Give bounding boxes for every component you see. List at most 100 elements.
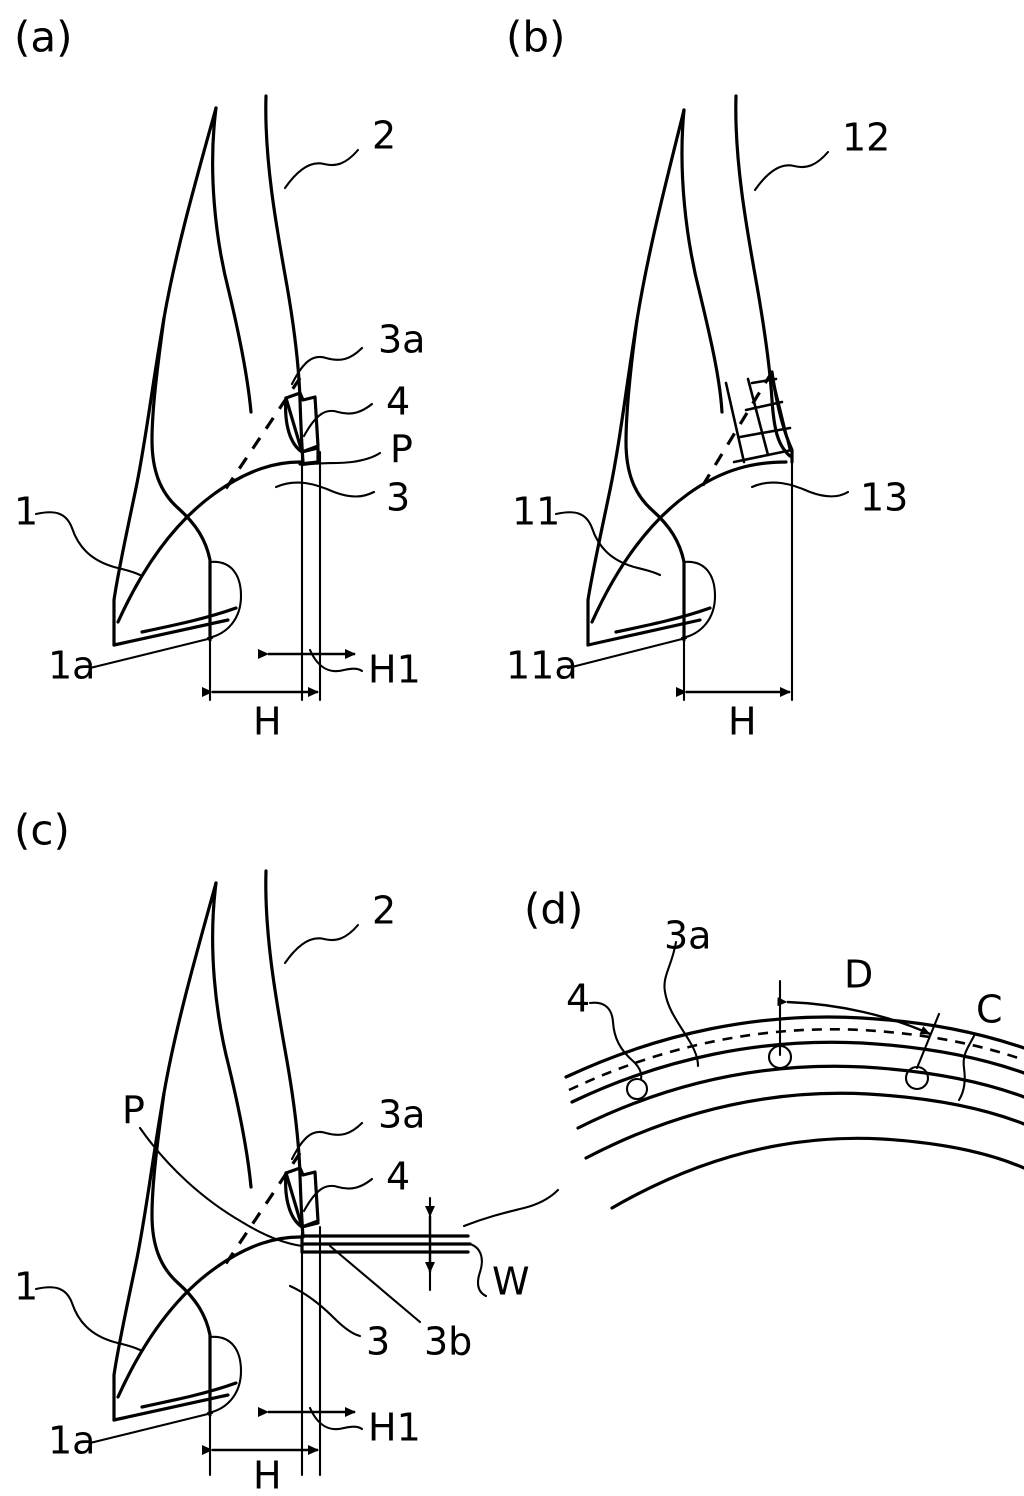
callout-13-leader-b — [750, 481, 850, 498]
reinforcing-edge-3a-a — [284, 396, 304, 454]
callout-3a-label-d: 3a — [664, 914, 711, 958]
callout-11-label-b: 11 — [512, 490, 560, 534]
dim-D-ext-right-d — [915, 1012, 941, 1070]
callout-11-leader-b — [554, 511, 662, 577]
callout-12-label-b: 12 — [842, 116, 890, 160]
callout-3a-label-c: 3a — [378, 1093, 425, 1137]
bead-bottom-edge-b — [586, 618, 702, 647]
dim-H-label-b: H — [728, 700, 757, 744]
callout-11a-label-b: 11a — [506, 644, 578, 688]
chafer-lower-edge-a — [298, 446, 320, 466]
chafer-lower-edge-c — [300, 1221, 320, 1229]
callout-3b-label-c: 3b — [424, 1320, 472, 1364]
dim-H1-leader-c — [308, 1406, 364, 1431]
callout-P-leader-a — [301, 451, 382, 467]
band-lower-arc-3-d — [610, 1136, 1024, 1210]
cord-centerline-d — [568, 1027, 1024, 1092]
reinforcing-strip-3b-c — [300, 1234, 472, 1254]
callout-4-label-c: 4 — [386, 1155, 410, 1199]
callout-3a-label-a: 3a — [378, 318, 425, 362]
outer-sidewall-profile-b — [586, 108, 686, 647]
dim-D-label-d: D — [844, 953, 873, 997]
callout-1a-leader-c — [88, 1411, 214, 1445]
panel-a: (a) H H1 — [14, 13, 425, 744]
callout-4-leader-a — [302, 402, 374, 438]
carcass-line-a — [264, 94, 305, 464]
callout-P-label-c: P — [122, 1089, 145, 1133]
carcass-line-b — [734, 94, 792, 458]
bead-inner-contour-c — [150, 1091, 212, 1417]
callout-3-label-c: 3 — [366, 1320, 390, 1364]
dim-H1-leader-a — [308, 648, 364, 673]
callout-3-label-a: 3 — [386, 476, 410, 520]
bead-upper-arc-b — [590, 460, 788, 624]
band-lower-arc-1-d — [576, 1064, 1024, 1130]
bead-toe-round-c — [206, 1335, 243, 1415]
panel-a-label: (a) — [14, 13, 73, 62]
callout-4-label-a: 4 — [386, 380, 410, 424]
callout-3-leader-c — [288, 1284, 362, 1338]
callout-P-leader-c — [138, 1126, 304, 1248]
bead-inner-contour-b — [624, 318, 686, 642]
inner-sidewall-profile-c — [211, 881, 253, 1189]
callout-11a-leader-b — [566, 636, 688, 670]
panel-b-label: (b) — [506, 13, 565, 62]
callout-1-label-a: 1 — [14, 490, 38, 534]
outer-sidewall-profile-a — [112, 106, 218, 647]
reinforcing-layer-arc-c — [116, 1235, 302, 1399]
dim-H-label-c: H — [253, 1454, 282, 1496]
band-lower-arc-2-d — [584, 1091, 1024, 1160]
carcass-line-c — [264, 869, 305, 1239]
callout-3a-leader-a — [290, 346, 364, 386]
callout-3a-leader-d — [663, 940, 700, 1068]
callout-2-leader-c — [283, 923, 360, 965]
callout-12-leader-b — [753, 150, 830, 192]
bead-inner-contour-a — [150, 316, 212, 642]
dim-D-line-d — [777, 997, 931, 1036]
callout-P-label-a: P — [390, 428, 413, 472]
panel-b: (b) H 12 13 11 1 — [506, 13, 908, 744]
callout-1a-label-a: 1a — [48, 644, 95, 688]
dim-H1-label-c: H1 — [368, 1406, 421, 1450]
panel-c-label: (c) — [14, 806, 70, 855]
callout-1a-leader-a — [88, 636, 214, 670]
inner-sidewall-profile-b — [680, 108, 724, 414]
callout-C-label-d: C — [976, 988, 1003, 1032]
callout-3-leader-a — [274, 481, 376, 498]
callout-1-leader-a — [34, 511, 142, 577]
bead-seat-slope-c — [140, 1381, 238, 1409]
cord-circle-left-d — [625, 1077, 649, 1101]
inner-sidewall-profile-a — [211, 106, 253, 414]
callout-3a-leader-c — [290, 1121, 364, 1161]
dim-W-label-c: W — [492, 1260, 530, 1304]
dim-W-leader-c — [468, 1242, 488, 1298]
dim-H-label-a: H — [253, 700, 282, 744]
bead-seat-slope-a — [140, 606, 238, 634]
callout-1-label-c: 1 — [14, 1265, 38, 1309]
callout-2-leader-a — [283, 148, 360, 190]
callout-1a-label-c: 1a — [48, 1419, 95, 1463]
dim-H1-label-a: H1 — [368, 648, 421, 692]
callout-2-label-a: 2 — [372, 114, 396, 158]
callout-C-leader-d — [957, 1032, 977, 1102]
callout-2-label-c: 2 — [372, 889, 396, 933]
callout-4-label-d: 4 — [566, 977, 590, 1021]
reinforcing-layer-arc-a — [116, 460, 302, 624]
outer-sidewall-profile-c — [112, 881, 218, 1422]
detail-d-leader-c — [462, 1188, 560, 1228]
bead-toe-round-b — [680, 560, 717, 640]
hatch-outline-b — [770, 370, 794, 464]
callout-13-label-b: 13 — [860, 476, 908, 520]
callout-3b-leader-c — [328, 1244, 422, 1324]
callout-4-leader-d — [588, 1001, 643, 1081]
bead-seat-slope-b — [614, 606, 712, 634]
reinforcing-edge-3a-c — [284, 1171, 304, 1229]
callout-4-leader-c — [302, 1177, 374, 1213]
panel-c: (c) W H H — [14, 806, 560, 1496]
panel-d-label: (d) — [524, 885, 583, 934]
bead-toe-round-a — [206, 560, 243, 640]
layer-inner-arc-d — [570, 1040, 1024, 1104]
callout-1-leader-c — [34, 1286, 142, 1352]
